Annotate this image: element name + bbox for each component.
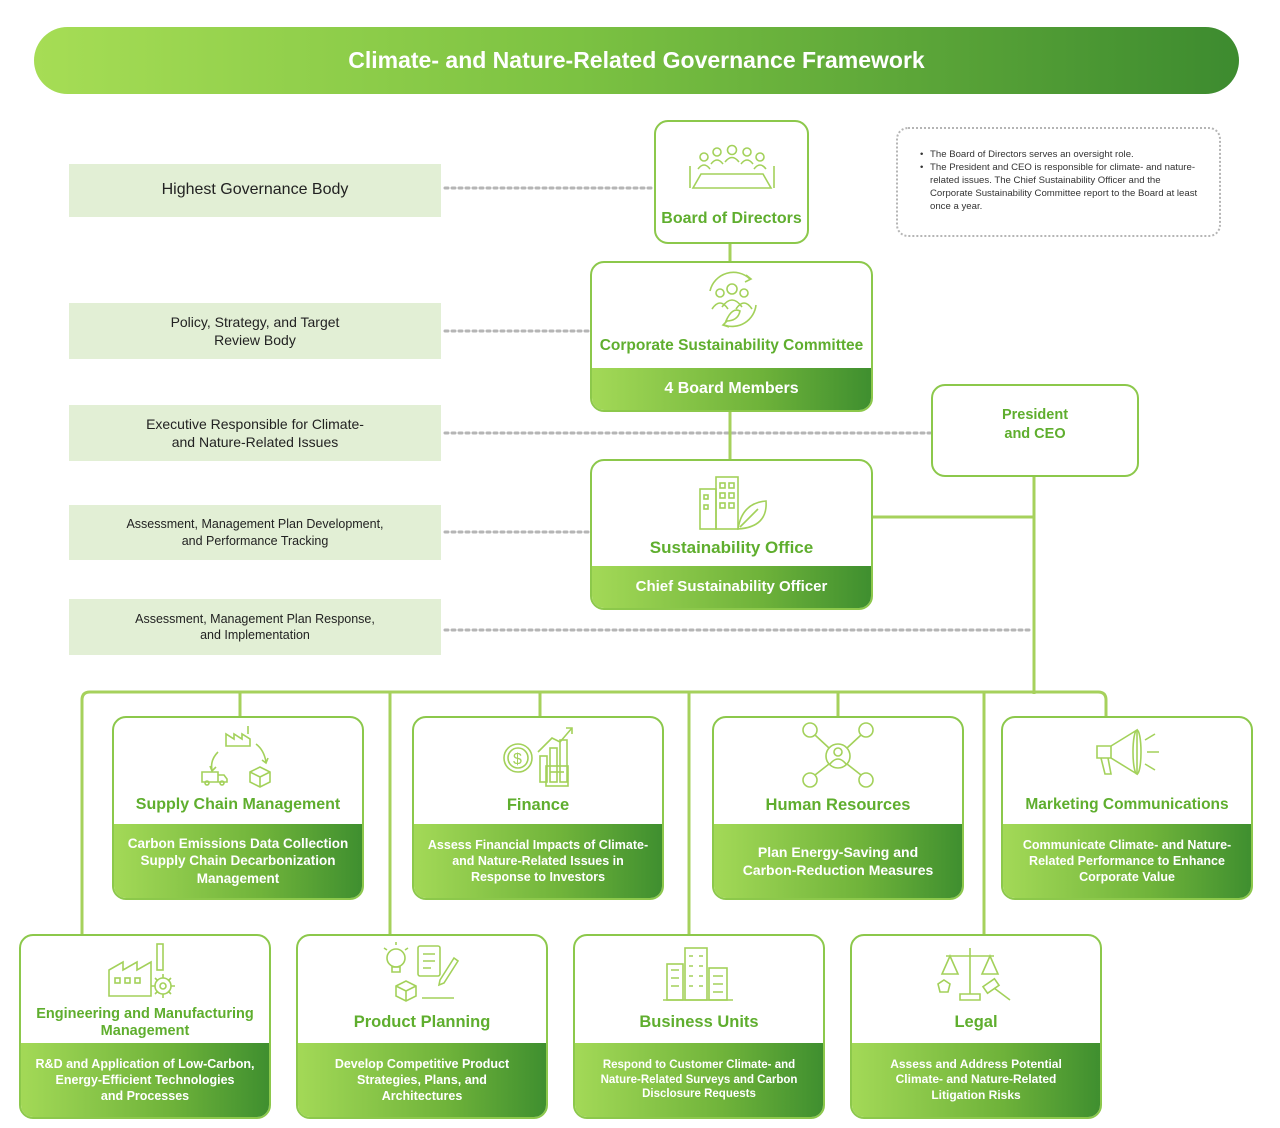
business-units-title: Business Units (639, 1013, 759, 1031)
note-box: The Board of Directors serves an oversig… (896, 127, 1221, 237)
committee-card: Corporate Sustainability Committee 4 Boa… (590, 261, 873, 412)
team-cycle-icon (592, 269, 871, 329)
finance-title: Finance (506, 796, 570, 814)
sustainability-office-card: Sustainability Office Chief Sustainabili… (590, 459, 873, 610)
engineering-desc: R&D and Application of Low-Carbon, Energ… (21, 1043, 269, 1117)
board-title: Board of Directors (661, 210, 802, 227)
board-meeting-icon (656, 144, 807, 194)
solid-connector (80, 690, 1108, 935)
committee-members: 4 Board Members (592, 368, 871, 410)
supply-chain-desc: Carbon Emissions Data Collection Supply … (114, 824, 362, 898)
city-buildings-icon (575, 946, 823, 1002)
page-title: Climate- and Nature-Related Governance F… (348, 47, 925, 73)
office-officer: Chief Sustainability Officer (592, 566, 871, 608)
legal-title: Legal (954, 1013, 998, 1031)
engineering-card: Engineering and Manufacturing Management… (19, 934, 271, 1119)
supply-chain-icon (114, 722, 362, 788)
product-idea-icon (298, 940, 546, 1002)
ceo-title: President and CEO (1001, 407, 1069, 442)
human-resources-desc: Plan Energy-Saving and Carbon-Reduction … (714, 824, 962, 898)
title-banner: Climate- and Nature-Related Governance F… (34, 27, 1239, 94)
level-executive: Executive Responsible for Climate- and N… (69, 405, 441, 461)
legal-desc: Assess and Address Potential Climate- an… (852, 1043, 1100, 1117)
office-title: Sustainability Office (649, 538, 814, 557)
business-units-card: Business Units Respond to Customer Clima… (573, 934, 825, 1119)
committee-title: Corporate Sustainability Committee (599, 337, 864, 354)
level-policy-review: Policy, Strategy, and Target Review Body (69, 303, 441, 359)
note-item: The President and CEO is responsible for… (920, 162, 1205, 214)
engineering-title: Engineering and Manufacturing Management (36, 1006, 254, 1040)
finance-icon: $ (414, 722, 662, 788)
business-units-desc: Respond to Customer Climate- and Nature-… (575, 1043, 823, 1117)
legal-card: Legal Assess and Address Potential Clima… (850, 934, 1102, 1119)
finance-desc: Assess Financial Impacts of Climate- and… (414, 824, 662, 898)
level-highest-governance: Highest Governance Body (69, 164, 441, 217)
supply-chain-card: Supply Chain Management Carbon Emissions… (112, 716, 364, 900)
svg-text:$: $ (513, 751, 522, 768)
product-planning-desc: Develop Competitive Product Strategies, … (298, 1043, 546, 1117)
supply-chain-title: Supply Chain Management (135, 796, 341, 813)
marketing-desc: Communicate Climate- and Nature- Related… (1003, 824, 1251, 898)
building-leaf-icon (592, 475, 871, 531)
president-ceo-card: President and CEO (931, 384, 1139, 477)
finance-card: $ Finance Assess Financial Impacts of Cl… (412, 716, 664, 900)
level-assessment-response: Assessment, Management Plan Response, an… (69, 599, 441, 655)
marketing-card: Marketing Communications Communicate Cli… (1001, 716, 1253, 900)
human-resources-title: Human Resources (765, 796, 911, 814)
factory-gear-icon (21, 940, 269, 1002)
megaphone-icon (1003, 724, 1251, 786)
board-of-directors-card: Board of Directors (654, 120, 809, 244)
product-planning-card: Product Planning Develop Competitive Pro… (296, 934, 548, 1119)
network-people-icon (714, 722, 962, 788)
human-resources-card: Human Resources Plan Energy-Saving and C… (712, 716, 964, 900)
scales-gavel-icon (852, 944, 1100, 1004)
marketing-title: Marketing Communications (1025, 796, 1229, 813)
note-item: The Board of Directors serves an oversig… (920, 149, 1205, 162)
level-assessment-development: Assessment, Management Plan Development,… (69, 505, 441, 560)
product-planning-title: Product Planning (353, 1013, 491, 1031)
